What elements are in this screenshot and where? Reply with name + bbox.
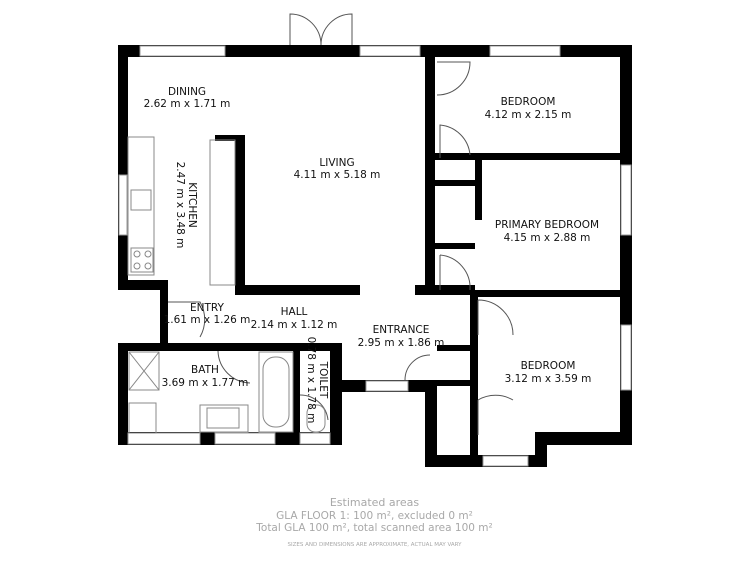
room-name: BEDROOM bbox=[501, 96, 556, 108]
room-name: BATH bbox=[191, 364, 219, 376]
room-name: HALL bbox=[281, 306, 308, 318]
room-name: ENTRY bbox=[190, 302, 225, 314]
room-name: TOILET bbox=[317, 361, 329, 399]
doors bbox=[168, 13, 514, 435]
room-name: DINING bbox=[168, 86, 206, 98]
room-size: 1.61 m x 1.26 m bbox=[164, 314, 251, 326]
room-name: BEDROOM bbox=[521, 360, 576, 372]
room-size: 3.12 m x 3.59 m bbox=[505, 373, 592, 385]
room-size: 4.15 m x 2.88 m bbox=[504, 232, 591, 244]
room-size: 2.62 m x 1.71 m bbox=[144, 98, 231, 110]
room-name: KITCHEN bbox=[186, 182, 198, 228]
room-labels: DINING 2.62 m x 1.71 m KITCHEN 2.47 m x … bbox=[144, 86, 599, 423]
footer-gla-floor: GLA FLOOR 1: 100 m², excluded 0 m² bbox=[276, 510, 473, 522]
windows bbox=[118, 45, 632, 467]
room-size: 2.14 m x 1.12 m bbox=[251, 319, 338, 331]
room-size: 3.69 m x 1.77 m bbox=[162, 377, 249, 389]
room-name: ENTRANCE bbox=[373, 324, 430, 336]
footer-disclaimer: SIZES AND DIMENSIONS ARE APPROXIMATE, AC… bbox=[287, 542, 462, 548]
room-size: 4.11 m x 5.18 m bbox=[294, 169, 381, 181]
room-size: 2.95 m x 1.86 m bbox=[358, 337, 445, 349]
room-size: 4.12 m x 2.15 m bbox=[485, 109, 572, 121]
footer-title: Estimated areas bbox=[329, 496, 420, 509]
room-name: PRIMARY BEDROOM bbox=[495, 219, 599, 231]
room-size: 0.78 m x 1.78 m bbox=[305, 337, 317, 424]
room-name: LIVING bbox=[319, 157, 354, 169]
fixtures bbox=[127, 136, 326, 434]
room-size: 2.47 m x 3.48 m bbox=[174, 162, 186, 249]
footer-total-gla: Total GLA 100 m², total scanned area 100… bbox=[256, 522, 493, 534]
